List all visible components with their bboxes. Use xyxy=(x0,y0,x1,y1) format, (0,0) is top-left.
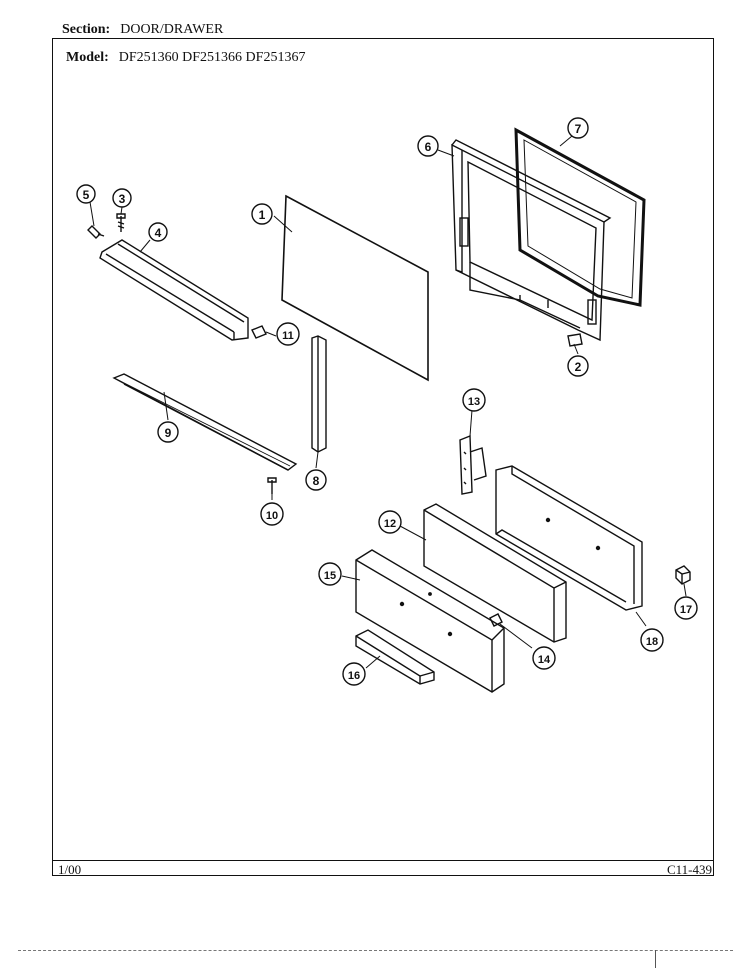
callout-14-label: 14 xyxy=(538,654,551,666)
callout-16-label: 16 xyxy=(348,670,360,682)
model-value: DF251360 DF251366 DF251367 xyxy=(118,50,306,65)
callout-8-label: 8 xyxy=(313,474,320,488)
page-edge-tick xyxy=(655,950,656,968)
part-2-clip xyxy=(567,333,583,347)
callout-3-label: 3 xyxy=(119,192,126,206)
page-edge-dash xyxy=(18,950,733,951)
callout-9-label: 9 xyxy=(165,426,172,440)
callout-5: 5 xyxy=(76,184,96,204)
part-3-screw xyxy=(116,213,126,232)
callout-17: 17 xyxy=(674,596,698,620)
callout-7: 7 xyxy=(567,117,589,139)
callout-18-label: 18 xyxy=(646,636,658,648)
callout-1-label: 1 xyxy=(259,208,266,222)
callout-3: 3 xyxy=(112,188,132,208)
part-4-upper-trim xyxy=(99,239,249,341)
section-value: DOOR/DRAWER xyxy=(120,22,224,37)
callout-4: 4 xyxy=(148,222,168,242)
part-10-screw xyxy=(267,477,277,494)
callout-6: 6 xyxy=(417,135,439,157)
callout-13-label: 13 xyxy=(468,396,480,408)
callout-4-label: 4 xyxy=(155,226,162,240)
part-12-drawer-panel xyxy=(423,503,567,643)
part-8-vertical-strip xyxy=(311,335,327,453)
callout-6-label: 6 xyxy=(425,140,432,154)
callout-10-label: 10 xyxy=(266,510,278,522)
section-label: Section: xyxy=(62,22,111,37)
callout-8: 8 xyxy=(305,469,327,491)
section-header: Section: DOOR/DRAWER xyxy=(62,22,223,38)
diagram-frame xyxy=(52,38,714,876)
part-13-hinge xyxy=(459,434,487,495)
part-15-drawer-front xyxy=(355,549,505,693)
callout-15-label: 15 xyxy=(324,570,336,582)
part-18-drawer-frame xyxy=(495,465,643,611)
footer-rule xyxy=(52,860,714,861)
part-7-door-gasket xyxy=(514,127,646,307)
callout-12: 12 xyxy=(378,510,402,534)
callout-12-label: 12 xyxy=(384,518,396,530)
callout-16: 16 xyxy=(342,662,366,686)
callout-7-label: 7 xyxy=(575,122,582,136)
callout-9: 9 xyxy=(157,421,179,443)
part-16-bottom-block xyxy=(355,629,435,685)
callout-2: 2 xyxy=(567,355,589,377)
callout-11-label: 11 xyxy=(282,330,294,342)
footer-date: 1/00 xyxy=(58,862,82,877)
callout-2-label: 2 xyxy=(575,360,582,374)
callout-10: 10 xyxy=(260,502,284,526)
part-9-lower-trim xyxy=(112,373,298,471)
callout-14: 14 xyxy=(532,646,556,670)
callout-15: 15 xyxy=(318,562,342,586)
callout-17-label: 17 xyxy=(680,604,692,616)
callout-13: 13 xyxy=(462,388,486,412)
part-14-knob xyxy=(489,613,503,627)
footer-code: C11-439 xyxy=(666,862,712,877)
model-header: Model: DF251360 DF251366 DF251367 xyxy=(66,50,305,66)
callout-1: 1 xyxy=(251,203,273,225)
part-17-cube xyxy=(675,565,691,585)
callout-11: 11 xyxy=(276,322,300,346)
model-label: Model: xyxy=(66,50,109,65)
part-6-door-frame xyxy=(451,139,612,342)
part-11-bracket xyxy=(251,325,267,339)
callout-18: 18 xyxy=(640,628,664,652)
callout-5-label: 5 xyxy=(83,188,90,202)
leader-lines xyxy=(89,135,687,669)
part-5-clip xyxy=(87,225,105,239)
part-1-glass xyxy=(281,194,429,382)
